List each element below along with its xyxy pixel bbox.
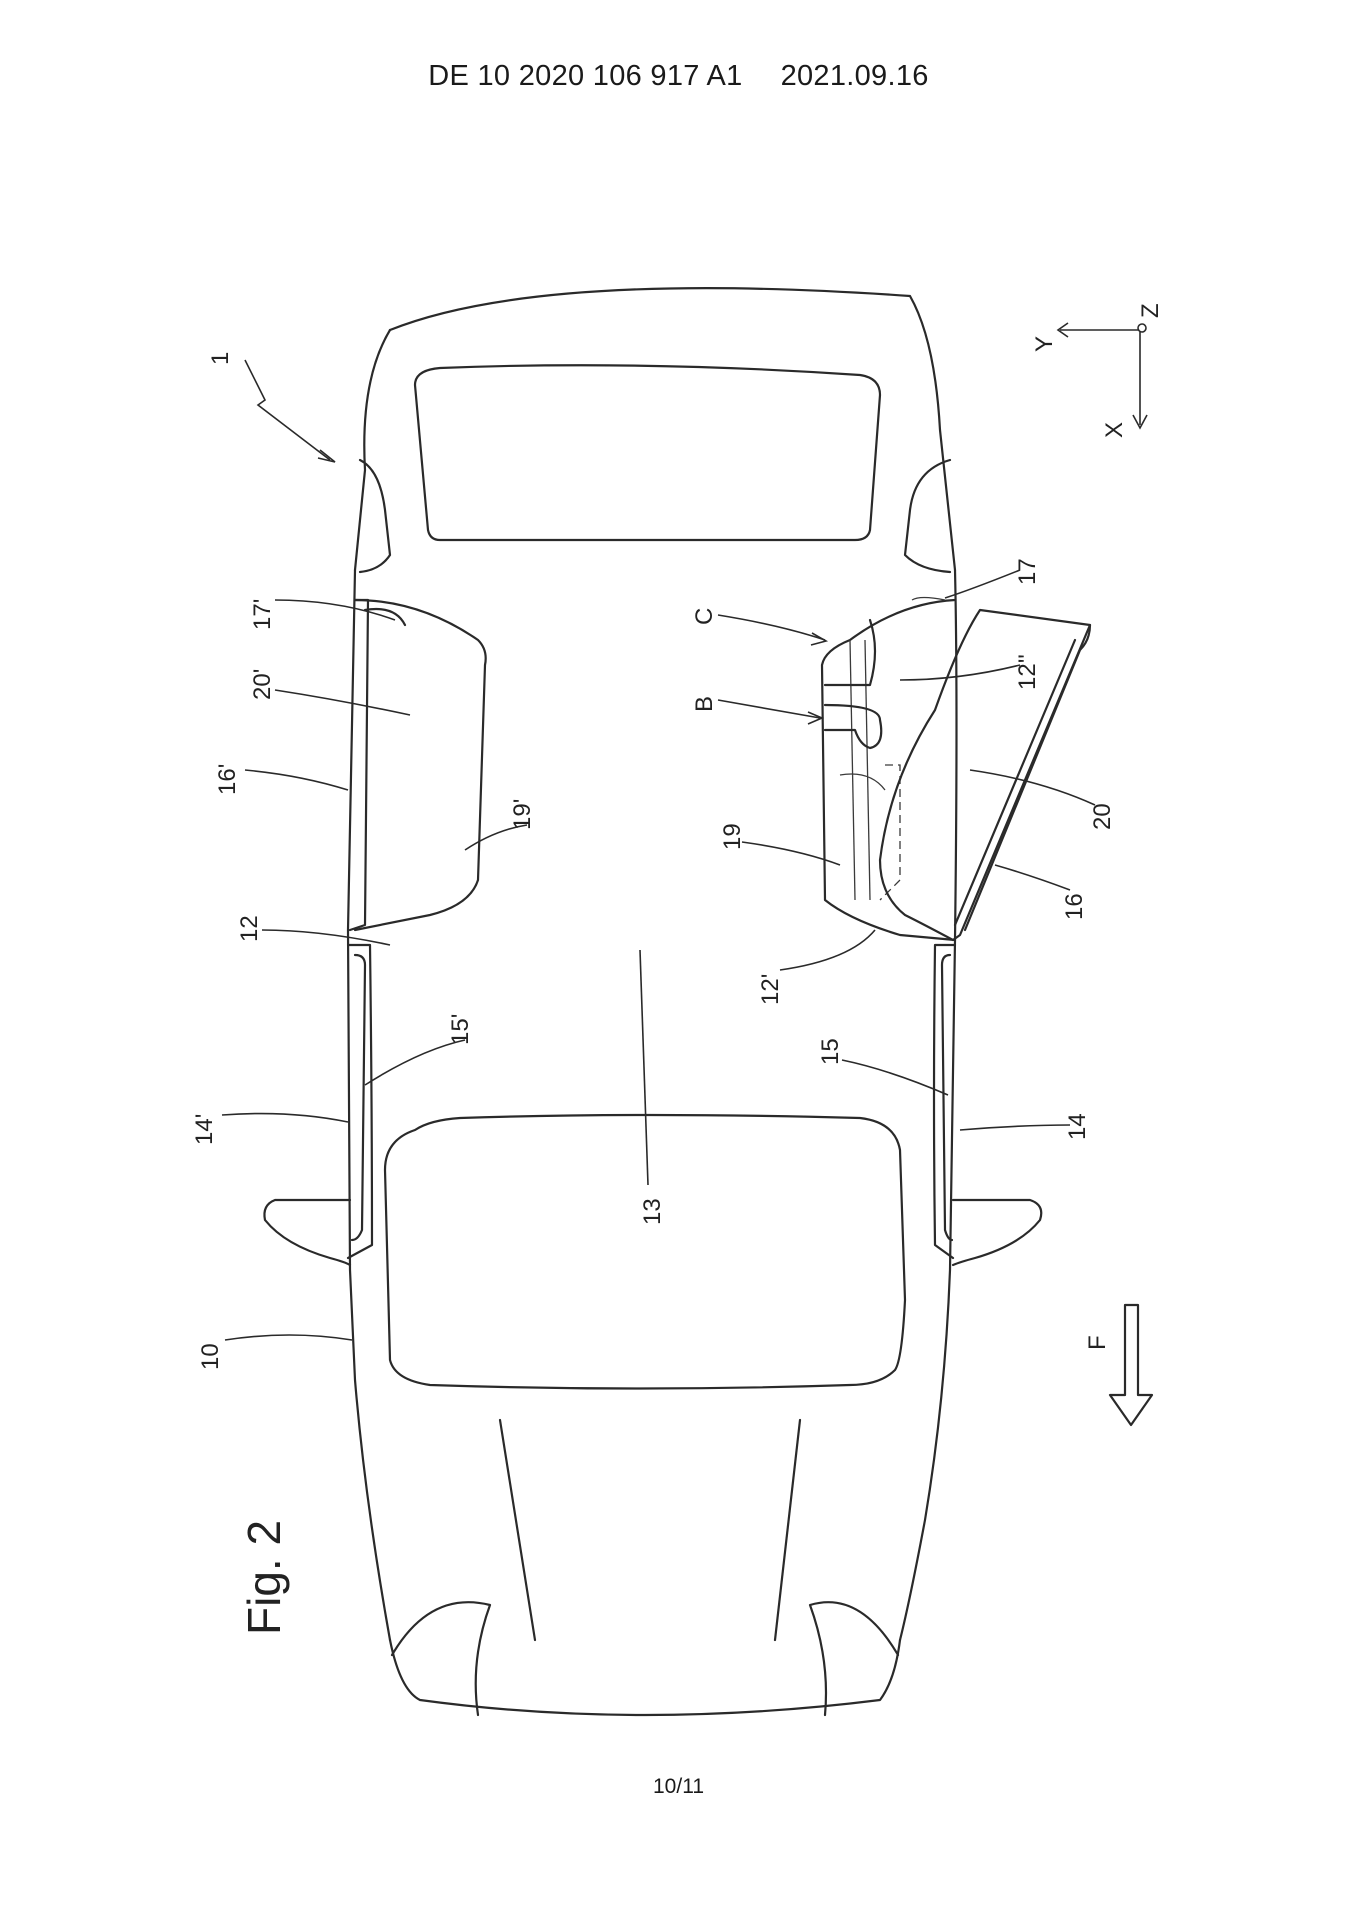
svg-text:19: 19 [719,823,746,850]
svg-text:12'': 12'' [1014,654,1041,690]
inner-trim-19 [839,773,886,791]
headlight-right [808,1601,900,1717]
label-12p: 12' [757,929,876,1005]
label-12pp: 12'' [899,654,1041,690]
page-header: DE 10 2020 106 917 A1 2021.09.16 [0,60,1357,93]
label-20p: 20' [249,669,411,716]
door-opening-right [820,598,957,942]
rear-door-right-edge-inner [953,638,1077,927]
label-17p: 17' [249,599,396,630]
front-door-window-left [350,953,367,1242]
svg-text:16: 16 [1061,893,1088,920]
front-door-right [932,943,957,1260]
label-17: 17 [944,558,1041,599]
label-14: 14 [959,1113,1091,1140]
publication-number: DE 10 2020 106 917 A1 [428,60,743,92]
rear-wheel-arch-right [903,458,952,574]
svg-text:C: C [691,608,718,625]
label-16: 16 [994,864,1088,920]
page-number: 10/11 [653,1775,704,1798]
svg-text:12': 12' [757,974,784,1005]
rear-window [413,364,882,542]
label-15p: 15' [364,1014,474,1086]
label-12: 12 [236,915,391,946]
rear-wheel-arch-left [358,458,392,574]
pillar-17 [911,596,946,601]
publication-date: 2021.09.16 [780,60,929,92]
label-C: C [691,608,829,646]
c-pillar [823,618,877,687]
rear-door-left-inner-panel [353,598,487,932]
pillar-17p [363,607,407,627]
svg-text:20: 20 [1089,803,1116,830]
driving-direction-arrow: F [1084,1303,1154,1427]
label-19: 19 [719,823,841,866]
label-1: 1 [207,352,336,463]
svg-text:20': 20' [249,669,276,700]
svg-text:15: 15 [817,1038,844,1065]
svg-text:B: B [691,696,718,712]
svg-text:12: 12 [236,915,263,942]
hood-line-left [498,1418,537,1642]
svg-text:14: 14 [1064,1113,1091,1140]
door-hinge-dash [879,764,901,901]
label-15: 15 [817,1038,949,1096]
svg-text:1: 1 [207,352,234,365]
label-10: 10 [197,1334,353,1370]
front-windshield [383,1113,907,1390]
b-pillar [823,703,883,750]
front-door-left [346,943,374,1260]
hood-line-right [773,1418,802,1642]
rear-door-right-edge [963,623,1092,932]
mirror-left [263,1198,352,1267]
sill-line-right [849,639,856,901]
axis-label-z: Z [1137,303,1164,318]
label-20: 20 [969,769,1116,830]
coordinate-axes: Y X Z [1031,303,1164,438]
svg-text:14': 14' [191,1114,218,1145]
svg-text:13: 13 [639,1198,666,1225]
svg-text:10: 10 [197,1343,224,1370]
sill-line-right-2 [864,639,871,901]
axis-label-y: Y [1031,336,1058,352]
mirror-right [951,1198,1043,1267]
label-16p: 16' [214,764,349,795]
svg-text:16': 16' [214,764,241,795]
headlight-left [390,1601,492,1717]
label-B: B [691,696,825,725]
car-body-outline [346,287,958,1717]
rear-door-right-open [878,608,1092,942]
front-door-window-right [940,953,954,1242]
svg-text:19': 19' [509,799,536,830]
z-axis-origin [1137,323,1147,333]
svg-text:15': 15' [447,1014,474,1045]
axis-label-x: X [1101,422,1128,438]
svg-text:17: 17 [1014,558,1041,585]
label-13: 13 [639,949,666,1225]
svg-text:17': 17' [249,599,276,630]
direction-label-f: F [1084,1335,1111,1350]
label-14p: 14' [191,1112,349,1145]
label-19p: 19' [464,799,536,851]
figure-title: Fig. 2 [238,1520,290,1635]
